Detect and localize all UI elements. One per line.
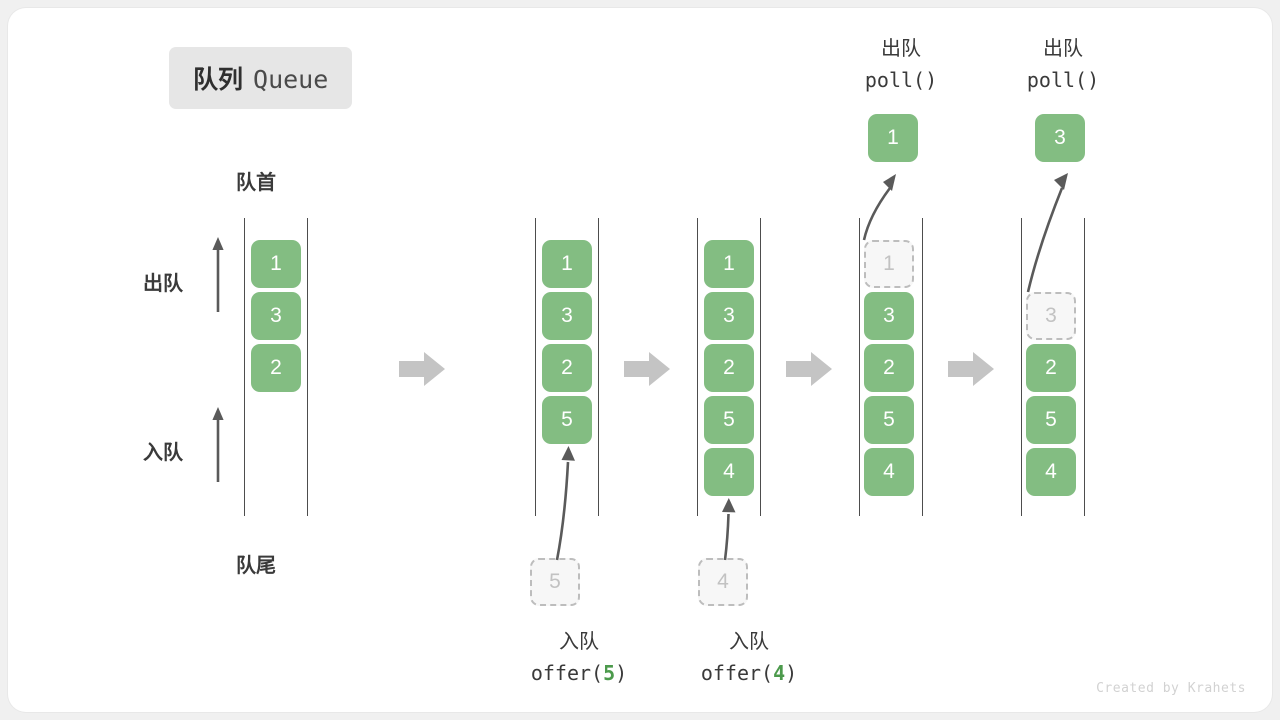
caption-chinese: 出队 — [881, 38, 921, 60]
step-block-arrow-icon — [624, 352, 670, 386]
queue-cell: 4 — [864, 448, 914, 496]
dequeue-motion-arrow-icon — [1026, 173, 1068, 293]
queue-rail-left-col2 — [535, 218, 536, 516]
caption-code: offer(4) — [700, 661, 798, 685]
queue-cell-new: 5 — [542, 396, 592, 444]
dequeue-motion-arrow-icon — [862, 174, 896, 241]
queue-cell: 2 — [251, 344, 301, 392]
queue-cell: 3 — [542, 292, 592, 340]
queue-cell: 4 — [1026, 448, 1076, 496]
queue-cell: 5 — [1026, 396, 1076, 444]
queue-cell: 2 — [864, 344, 914, 392]
diagram-stage: 队列 Queue 队首 队尾 出队 入队 1 3 2 1 3 2 — [8, 8, 1272, 712]
queue-rail-right-col5 — [1084, 218, 1085, 516]
queue-cell: 1 — [542, 240, 592, 288]
queue-cell-new: 4 — [704, 448, 754, 496]
queue-cell: 3 — [864, 292, 914, 340]
enqueue-legend-arrow-icon — [212, 407, 224, 482]
queue-rail-left-col5 — [1021, 218, 1022, 516]
queue-cell: 3 — [251, 292, 301, 340]
figure-card: 队列 Queue 队首 队尾 出队 入队 1 3 2 1 3 2 — [8, 8, 1272, 712]
figure-credit: Created by Krahets — [1096, 681, 1246, 696]
queue-rail-left-col1 — [244, 218, 245, 516]
queue-rail-right-col4 — [922, 218, 923, 516]
queue-cell: 3 — [704, 292, 754, 340]
enqueue-motion-arrow-icon — [722, 498, 736, 561]
queue-cell: 1 — [251, 240, 301, 288]
column-caption-poll-1: 出队 poll() — [851, 34, 951, 96]
caption-chinese: 入队 — [729, 631, 769, 653]
pending-enqueue-cell: 5 — [530, 558, 580, 606]
enqueue-motion-arrow-icon — [555, 446, 575, 561]
queue-head-label: 队首 — [236, 172, 276, 194]
dequeued-ghost-cell: 1 — [864, 240, 914, 288]
queue-cell: 5 — [704, 396, 754, 444]
popped-cell: 1 — [868, 114, 918, 162]
column-caption-poll-3: 出队 poll() — [1013, 34, 1113, 96]
queue-cell: 5 — [864, 396, 914, 444]
enqueue-legend-label: 入队 — [143, 442, 183, 464]
queue-rail-right-col2 — [598, 218, 599, 516]
queue-rail-right-col3 — [760, 218, 761, 516]
figure-title-chip: 队列 Queue — [169, 47, 353, 109]
caption-argument: 4 — [773, 661, 786, 685]
queue-cell: 2 — [704, 344, 754, 392]
caption-argument: 5 — [603, 661, 616, 685]
title-english: Queue — [253, 65, 329, 94]
column-caption-offer-4: 入队 offer(4) — [689, 627, 809, 689]
queue-rail-left-col4 — [859, 218, 860, 516]
popped-cell: 3 — [1035, 114, 1085, 162]
dequeue-legend-label: 出队 — [143, 273, 183, 295]
pending-enqueue-cell: 4 — [698, 558, 748, 606]
step-block-arrow-icon — [948, 352, 994, 386]
dequeue-legend-arrow-icon — [212, 237, 224, 312]
caption-code: offer(5) — [530, 661, 628, 685]
queue-cell: 1 — [704, 240, 754, 288]
dequeued-ghost-cell: 3 — [1026, 292, 1076, 340]
queue-cell: 2 — [1026, 344, 1076, 392]
step-block-arrow-icon — [399, 352, 445, 386]
caption-code: poll() — [1026, 68, 1100, 92]
queue-rail-right-col1 — [307, 218, 308, 516]
queue-tail-label: 队尾 — [236, 555, 276, 577]
queue-rail-left-col3 — [697, 218, 698, 516]
caption-chinese: 入队 — [559, 631, 599, 653]
caption-code: poll() — [864, 68, 938, 92]
step-block-arrow-icon — [786, 352, 832, 386]
column-caption-offer-5: 入队 offer(5) — [519, 627, 639, 689]
queue-cell: 2 — [542, 344, 592, 392]
title-chinese: 队列 — [193, 66, 244, 94]
caption-chinese: 出队 — [1043, 38, 1083, 60]
